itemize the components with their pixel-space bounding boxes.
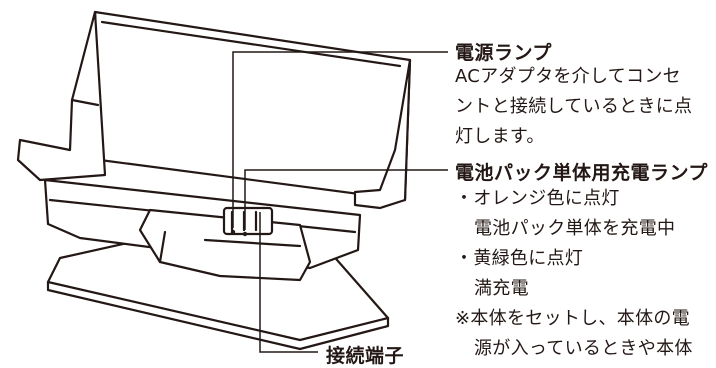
cradle-back-panel [93, 10, 412, 202]
power-lamp-description-line-1: ACアダプタを介してコンセ [455, 66, 681, 87]
battery-lamp-note-line-2: 源が入っているときや本体 [474, 338, 693, 359]
battery-lamp-item-1-meaning: 電池パック単体を充電中 [474, 218, 676, 239]
battery-lamp-item-1: ・オレンジ色に点灯 [455, 184, 620, 214]
terminal-title: 接続端子 [326, 345, 405, 367]
cradle-right-arm [353, 58, 412, 210]
item-state: 黄緑色に点灯 [473, 248, 584, 269]
power-lamp-dot [230, 229, 236, 235]
item-state: オレンジ色に点灯 [473, 188, 620, 209]
battery-lamp-title: 電池パック単体用充電ランプ [455, 162, 708, 184]
terminal-leader [259, 212, 318, 353]
bullet: ・ [455, 188, 474, 209]
power-lamp-leader [232, 51, 448, 228]
power-lamp-description-line-3: 灯します。 [455, 126, 545, 147]
battery-lamp-leader [244, 169, 448, 230]
battery-lamp-item-2-meaning: 満充電 [474, 278, 529, 299]
battery-lamp-item-2: ・黄緑色に点灯 [455, 244, 583, 274]
battery-lamp-note-line-1: ※本体をセットし、本体の電 [455, 308, 690, 329]
power-lamp-title: 電源ランプ [455, 42, 552, 64]
battery-lamp-dot [242, 231, 248, 237]
power-lamp-description-line-2: ントと接続しているときに点 [455, 96, 693, 117]
bullet: ・ [455, 248, 474, 269]
cradle-left-arm [16, 10, 107, 182]
